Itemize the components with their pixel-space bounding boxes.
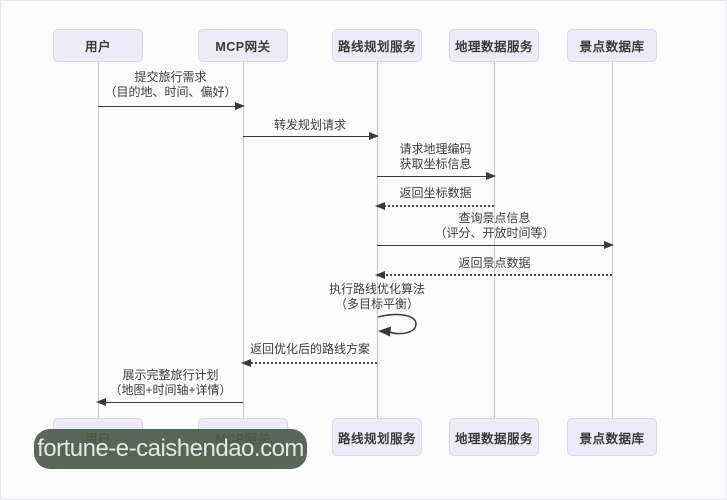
arrowhead-right-icon	[486, 171, 496, 180]
watermark: fortune-e-caishendao.com	[34, 429, 307, 469]
arrowhead-left-icon	[96, 397, 106, 406]
watermark-text: fortune-e-caishendao.com	[37, 435, 304, 462]
actor-box-route-planning-bottom: 路线规划服务	[332, 418, 422, 456]
message-arrow-3	[377, 171, 496, 180]
actor-box-mcp-gateway-top: MCP网关	[198, 29, 288, 62]
message-arrow-1	[98, 101, 245, 110]
message-label-6: 返回景点数据	[458, 256, 531, 270]
lifeline-geo-data-service	[493, 62, 495, 418]
actor-label: 景点数据库	[579, 431, 645, 446]
actor-box-poi-database-top: 景点数据库	[567, 29, 657, 62]
message-label-3: 请求地理编码 获取坐标信息	[399, 142, 472, 171]
message-label-9: 展示完整旅行计划 （地图+时间轴+详情）	[109, 368, 232, 397]
arrowhead-right-icon	[604, 240, 614, 249]
arrowhead-left-icon	[375, 201, 385, 210]
actor-label: MCP网关	[215, 40, 271, 54]
actor-label: 景点数据库	[579, 40, 645, 54]
message-arrow-8	[241, 358, 377, 367]
actor-box-geo-data-top: 地理数据服务	[449, 29, 539, 62]
message-label-2: 转发规划请求	[273, 118, 346, 132]
actor-box-user-top: 用户	[53, 29, 143, 62]
arrowhead-left-icon	[241, 358, 251, 367]
message-arrow-6	[375, 270, 612, 279]
message-arrow-2	[243, 131, 379, 140]
message-label-4: 返回坐标数据	[399, 186, 472, 200]
lifeline-poi-database	[611, 62, 613, 418]
arrowhead-right-icon	[235, 101, 245, 110]
message-arrow-4	[375, 201, 494, 210]
message-label-8: 返回优化后的路线方案	[249, 342, 370, 356]
actor-label: 用户	[84, 40, 111, 54]
actor-label: 地理数据服务	[454, 40, 533, 54]
actor-box-route-planning-top: 路线规划服务	[332, 29, 422, 62]
actor-label: 路线规划服务	[337, 40, 416, 54]
message-label-5: 查询景点信息 （评分、开放时间等）	[434, 211, 555, 240]
message-arrow-5	[377, 240, 614, 249]
arrowhead-left-icon	[375, 270, 385, 279]
arrowhead-right-icon	[369, 131, 379, 140]
message-arrow-9	[96, 397, 243, 406]
lifeline-user	[97, 62, 99, 418]
message-label-7: 执行路线优化算法 （多目标平衡）	[328, 282, 425, 311]
actor-label: 路线规划服务	[337, 431, 416, 446]
actor-box-poi-database-bottom: 景点数据库	[567, 418, 657, 456]
actor-box-geo-data-bottom: 地理数据服务	[449, 418, 539, 456]
lifeline-route-planning-service	[376, 62, 378, 418]
self-loop-arrow-icon	[377, 313, 417, 337]
message-label-1: 提交旅行需求 （目的地、时间、偏好）	[104, 70, 237, 99]
lifeline-mcp-gateway	[242, 62, 244, 418]
actor-label: 地理数据服务	[454, 431, 533, 446]
